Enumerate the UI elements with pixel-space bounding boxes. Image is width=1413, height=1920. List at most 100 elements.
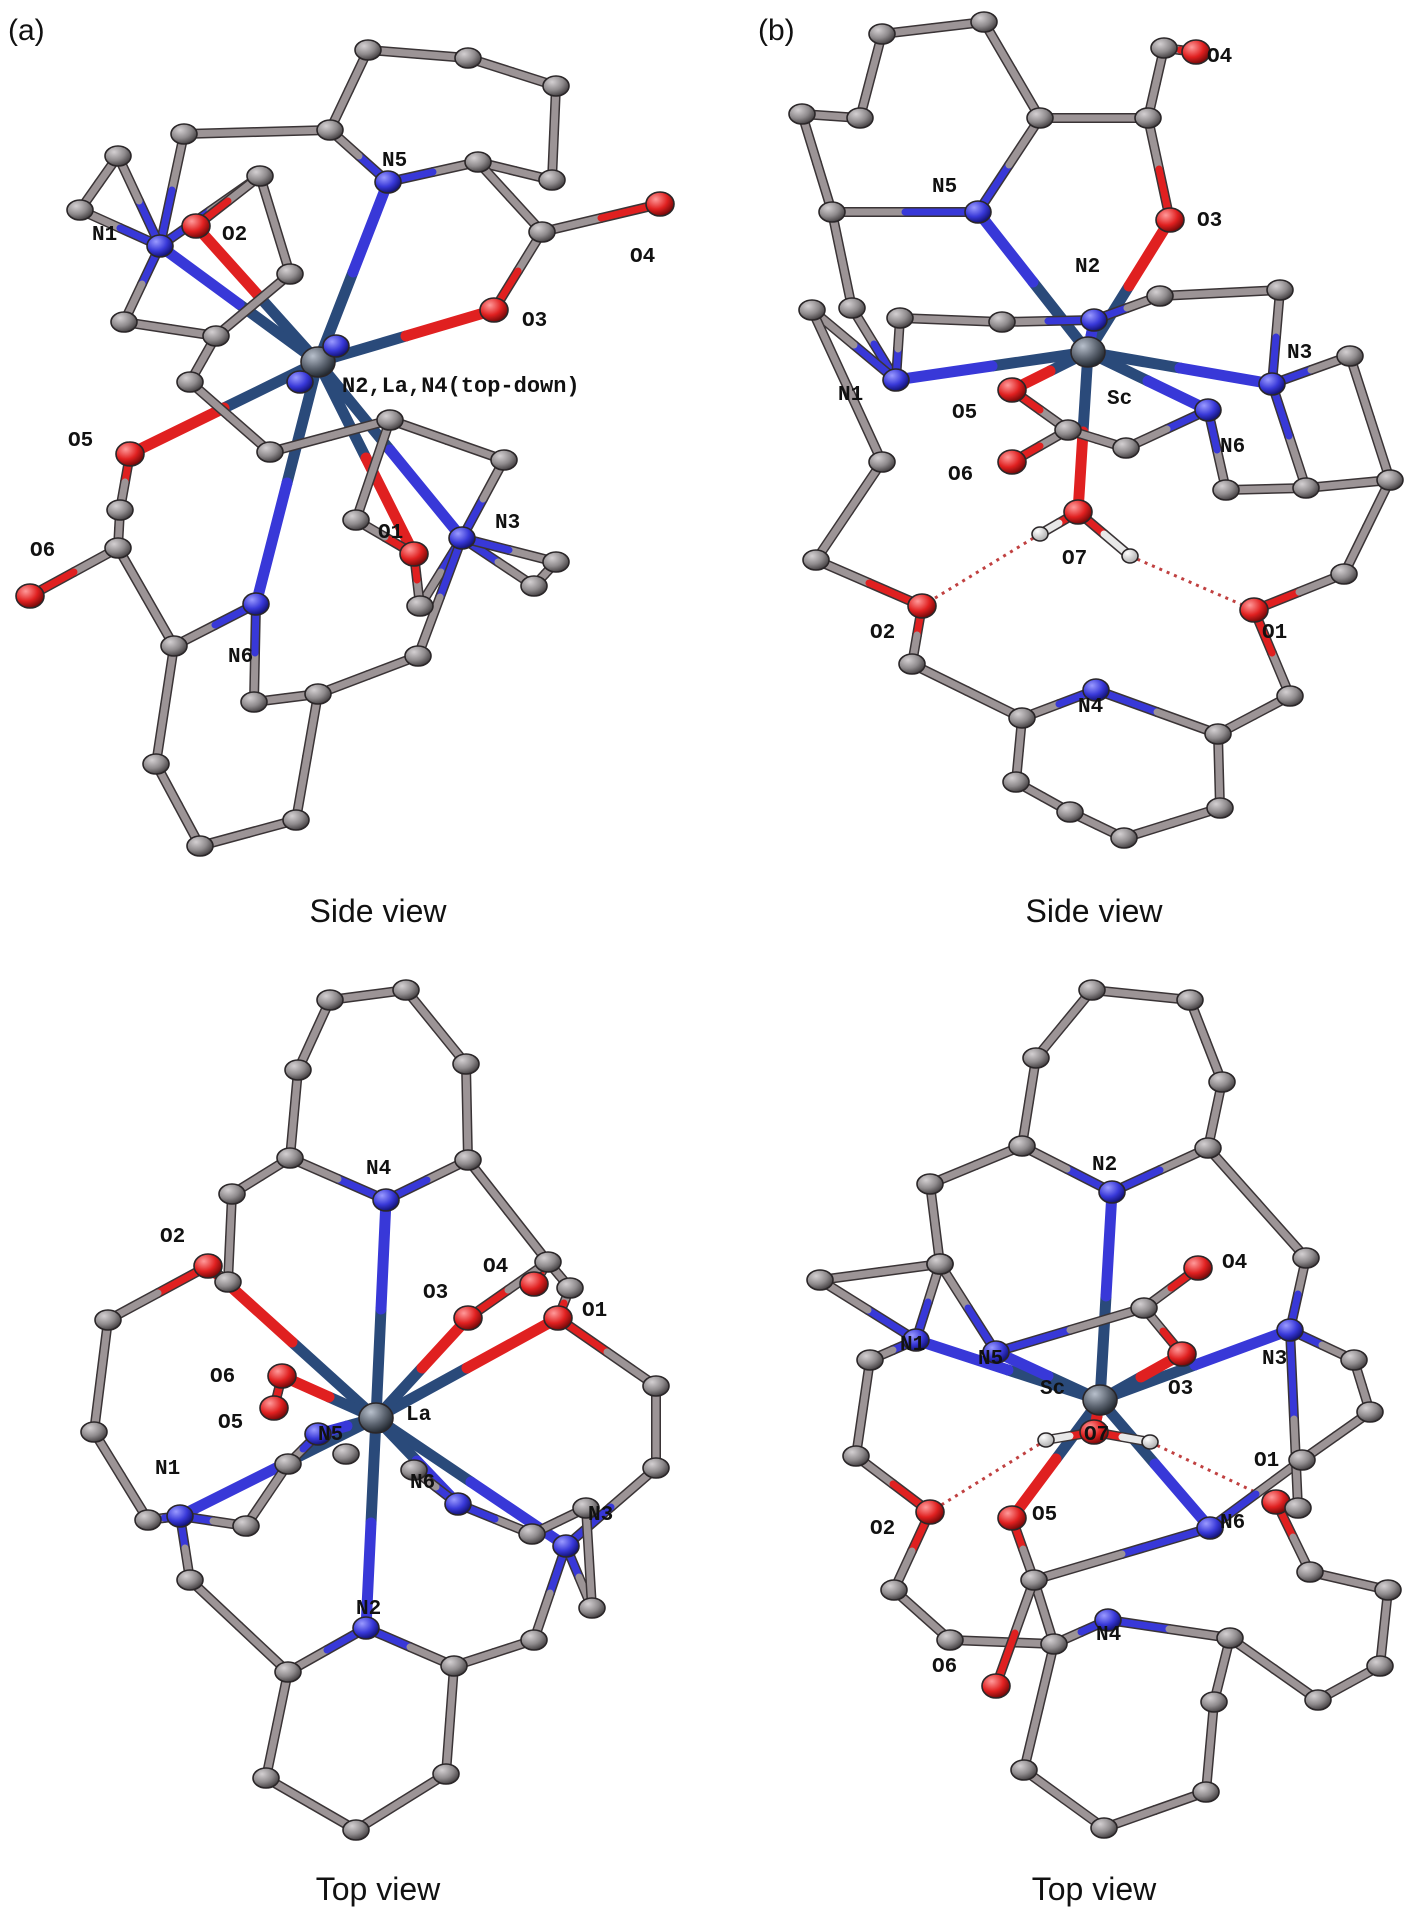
metal-bond xyxy=(218,356,324,414)
metal-bond xyxy=(461,1312,564,1374)
atom-b12 xyxy=(80,1421,108,1443)
atom-o3 xyxy=(1167,1341,1197,1367)
atom-label-o3: O3 xyxy=(1168,1378,1193,1401)
atom-o2 xyxy=(915,1499,945,1525)
atom-n6 xyxy=(444,1492,472,1516)
metal-bond xyxy=(1094,1290,1112,1406)
metal-bond xyxy=(890,360,998,386)
atom-label-o4: O4 xyxy=(630,246,655,269)
atom-b6 xyxy=(454,1149,482,1171)
atom-label-n4: N4 xyxy=(1096,1624,1121,1647)
atom-d15 xyxy=(880,1579,908,1601)
atom-d1 xyxy=(1008,1135,1036,1157)
atom-label-o6: O6 xyxy=(210,1366,235,1389)
atom-a3 xyxy=(454,47,482,69)
atom-c14 xyxy=(1266,279,1294,301)
atom-label-n6: N6 xyxy=(410,1472,435,1495)
atom-label-n2: N2 xyxy=(1092,1154,1117,1177)
atom-c22 xyxy=(802,549,830,571)
atom-o2 xyxy=(193,1253,223,1279)
atom-c16 xyxy=(1376,469,1404,491)
atom-a29 xyxy=(106,499,134,521)
atom-label-o3: O3 xyxy=(423,1282,448,1305)
caption-a-side: Side view xyxy=(310,893,448,929)
atom-label-o2: O2 xyxy=(222,224,247,247)
atom-c1 xyxy=(846,107,874,129)
atom-label-n3: N3 xyxy=(495,512,520,535)
atom-label-n6: N6 xyxy=(1220,1512,1245,1535)
atom-d27 xyxy=(1296,1561,1324,1583)
atom-d22 xyxy=(1200,1691,1228,1713)
atom-c26 xyxy=(1002,771,1030,793)
atom-d6 xyxy=(1194,1137,1222,1159)
atom-c29 xyxy=(1206,797,1234,819)
atom-label-sc: Sc xyxy=(1040,1378,1065,1401)
atom-label-o3: O3 xyxy=(522,310,547,333)
atom-c13 xyxy=(1146,285,1174,307)
atom-b2 xyxy=(284,1059,312,1081)
atom-c25 xyxy=(1008,707,1036,729)
atom-c27 xyxy=(1056,801,1084,823)
atom-label-n6: N6 xyxy=(1220,436,1245,459)
atom-n4 xyxy=(372,1188,400,1212)
atom-c7 xyxy=(788,103,816,125)
atom-label-o7: O7 xyxy=(1084,1424,1109,1447)
atom-a30 xyxy=(256,441,284,463)
bond xyxy=(1286,1326,1298,1423)
labels-a-top: N4 O2 O4 O3 O1 O6 O5 La N5 N1 N6 N3 N2 xyxy=(155,1158,613,1621)
atom-label-o6: O6 xyxy=(932,1656,957,1679)
atom-d21 xyxy=(1192,1781,1220,1803)
atom-a25 xyxy=(186,835,214,857)
atom-b17 xyxy=(342,1819,370,1841)
atom-d2 xyxy=(1022,1047,1050,1069)
atom-d31 xyxy=(1284,1497,1312,1519)
atom-b9 xyxy=(534,1251,562,1273)
hydrogen-bond xyxy=(929,1438,1047,1514)
atom-a12 xyxy=(246,165,274,187)
atom-b18 xyxy=(432,1763,460,1785)
labels-b-top: N2 O4 N1 N5 N3 O3 Sc O7 O1 O2 O5 N6 N4 O… xyxy=(870,1154,1287,1679)
atom-n6 xyxy=(1194,398,1222,422)
atom-n2 xyxy=(1098,1180,1126,1204)
atom-c6 xyxy=(1150,37,1178,59)
caption-b-top: Top view xyxy=(1032,1871,1157,1907)
atom-b27 xyxy=(274,1453,302,1475)
bond xyxy=(808,306,851,390)
atom-b5 xyxy=(452,1053,480,1075)
atom-d9 xyxy=(1292,1247,1320,1269)
atom-label-o4: O4 xyxy=(1207,46,1232,69)
atom-label-o6: O6 xyxy=(948,464,973,487)
atom-c17 xyxy=(1292,477,1320,499)
atom-b15 xyxy=(274,1661,302,1683)
atom-a18 xyxy=(542,551,570,573)
metal-bond xyxy=(174,1461,284,1522)
atom-n6 xyxy=(1196,1516,1224,1540)
bond xyxy=(1253,1199,1310,1262)
atom-d23 xyxy=(1216,1627,1244,1649)
metal-bond xyxy=(465,1476,572,1552)
atom-label-o1: O1 xyxy=(1254,1450,1279,1473)
atom-label-n4: N4 xyxy=(366,1158,391,1181)
metal-bond xyxy=(190,220,263,300)
atom-d28 xyxy=(1288,1449,1316,1471)
metal-bond xyxy=(312,356,372,464)
bond xyxy=(1204,1144,1261,1207)
structure-b-side-view xyxy=(788,11,1404,849)
atom-n2 xyxy=(352,1616,380,1640)
atom-label-sc: Sc xyxy=(1107,388,1132,411)
atom-a20 xyxy=(342,509,370,531)
bond xyxy=(1030,1550,1126,1584)
atom-b28 xyxy=(400,1459,428,1481)
atom-la xyxy=(358,1402,394,1434)
atom-c24 xyxy=(898,653,926,675)
atom-a23 xyxy=(160,635,188,657)
atom-c23 xyxy=(1330,563,1358,585)
atom-label-n2: N2 xyxy=(1075,256,1100,279)
atom-label-o1: O1 xyxy=(582,1300,607,1323)
atom-d10 xyxy=(1130,1297,1158,1319)
atom-d3 xyxy=(1078,979,1106,1001)
atom-n2 xyxy=(286,370,314,394)
metal-bond xyxy=(1174,362,1278,390)
atom-d17 xyxy=(1020,1569,1048,1591)
metal-bond xyxy=(370,1303,387,1424)
